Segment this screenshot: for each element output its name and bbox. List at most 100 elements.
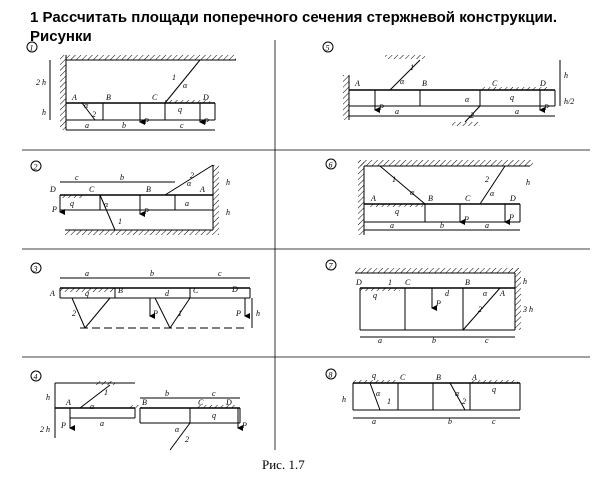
diagram-label: a: [85, 269, 89, 278]
diagram-label: c: [492, 417, 496, 426]
diagram-label: q: [70, 199, 74, 208]
diagram-label: q: [212, 411, 216, 420]
panel-7: 7: [325, 259, 521, 338]
diagram-label: α: [183, 81, 188, 90]
diagram-label: C: [198, 398, 204, 407]
diagram-label: 2: [92, 110, 96, 119]
diagram-label: D: [539, 79, 546, 88]
diagram-label: h: [526, 178, 530, 187]
diagram-label: q: [395, 207, 399, 216]
diagram-label: α: [90, 402, 95, 411]
diagram-label: 2 h: [40, 425, 50, 434]
diagram-label: h: [256, 309, 260, 318]
diagram-label: b: [120, 173, 124, 182]
diagram-label: P: [51, 205, 57, 214]
diagram-label: b: [440, 221, 444, 230]
diagram-label: c: [212, 389, 216, 398]
diagram-label: h: [564, 71, 568, 80]
diagram-label: B: [142, 398, 147, 407]
diagram-label: 1: [172, 73, 176, 82]
diagram-label: B: [428, 194, 433, 203]
diagram-label: a: [100, 419, 104, 428]
panel-3: 3: [30, 262, 253, 329]
diagram-label: α: [84, 101, 89, 110]
diagram-label: q: [492, 385, 496, 394]
panel-number: 7: [329, 262, 334, 271]
diagram-label: P: [543, 103, 549, 112]
diagram-label: α: [483, 289, 488, 298]
diagram-label: C: [492, 79, 498, 88]
diagram-label: 3 h: [522, 305, 533, 314]
diagram-label: 1: [104, 388, 108, 397]
panel-6-labels: A B C D P P α α a a b 1 2 h q: [370, 175, 530, 230]
diagram-label: P: [235, 309, 241, 318]
assignment-heading: 1 Рассчитать площади поперечного сечения…: [30, 8, 590, 46]
diagram-label: C: [89, 185, 95, 194]
diagram-label: a: [515, 107, 519, 116]
panel-number: 1: [30, 44, 34, 53]
diagram-label: P: [508, 213, 514, 222]
figure-caption: Рис. 1.7: [262, 457, 305, 472]
diagram-label: h: [342, 395, 346, 404]
panel-2: 2: [30, 160, 219, 235]
panel-number: 3: [33, 265, 38, 274]
diagram-label: b: [122, 121, 126, 130]
diagram-label: 2: [478, 305, 482, 314]
panel-4-labels: A B C D P P α α a b c 1 2 h 2 h q: [40, 388, 247, 444]
panel-1: 1: [26, 41, 236, 131]
diagram-label: P: [143, 117, 149, 126]
diagram-label: A: [354, 79, 360, 88]
diagram-label: P: [60, 421, 66, 430]
diagram-label: h: [46, 393, 50, 402]
diagram-label: P: [203, 117, 209, 126]
diagram-label: α: [175, 425, 180, 434]
panel-7-labels: D C B A P α a b c d 1 2 h 3 h q: [355, 277, 533, 345]
diagram-label: h: [226, 178, 230, 187]
diagram-label: C: [400, 373, 406, 382]
diagram-label: D: [202, 93, 209, 102]
diagram-label: B: [146, 185, 151, 194]
diagram-label: h/2: [564, 97, 574, 106]
diagram-label: A: [65, 398, 71, 407]
diagram-label: B: [106, 93, 111, 102]
diagram-label: α: [455, 389, 460, 398]
diagram-label: 2: [470, 111, 474, 120]
diagram-label: q: [510, 93, 514, 102]
diagram-label: a: [395, 107, 399, 116]
panel-number: 8: [329, 371, 333, 380]
diagram-label: D: [231, 285, 238, 294]
diagram-label: B: [436, 373, 441, 382]
diagram-label: B: [118, 286, 123, 295]
heading-line-1: 1 Рассчитать площади поперечного сечения…: [30, 9, 558, 26]
panel-number: 2: [34, 163, 38, 172]
diagram-label: b: [432, 336, 436, 345]
diagram-label: q: [178, 105, 182, 114]
diagram-label: P: [152, 309, 158, 318]
diagram-label: a: [185, 199, 189, 208]
diagram-label: b: [448, 417, 452, 426]
panel-5: 5: [322, 41, 561, 126]
diagram-label: D: [355, 278, 362, 287]
diagram-label: c: [485, 336, 489, 345]
diagram-label: α: [465, 95, 470, 104]
diagram-label: b: [150, 269, 154, 278]
diagram-label: A: [471, 373, 477, 382]
diagram-label: P: [143, 207, 149, 216]
diagram-label: h: [226, 208, 230, 217]
diagram-label: h: [42, 108, 46, 117]
diagram-label: a: [372, 417, 376, 426]
diagram-label: a: [378, 336, 382, 345]
diagram-label: c: [75, 173, 79, 182]
diagram-label: 1: [118, 217, 122, 226]
diagram-label: 1: [387, 397, 391, 406]
panel-8-labels: C B A α α a b c 1 2 h q q: [342, 371, 496, 426]
diagram-label: 2 h: [36, 78, 46, 87]
panel-number: 5: [326, 44, 330, 53]
diagram-label: P: [378, 103, 384, 112]
diagram-label: α: [376, 389, 381, 398]
diagram-label: A: [499, 289, 505, 298]
diagram-label: α: [187, 179, 192, 188]
diagram-label: 2: [185, 435, 189, 444]
diagram-label: c: [218, 269, 222, 278]
